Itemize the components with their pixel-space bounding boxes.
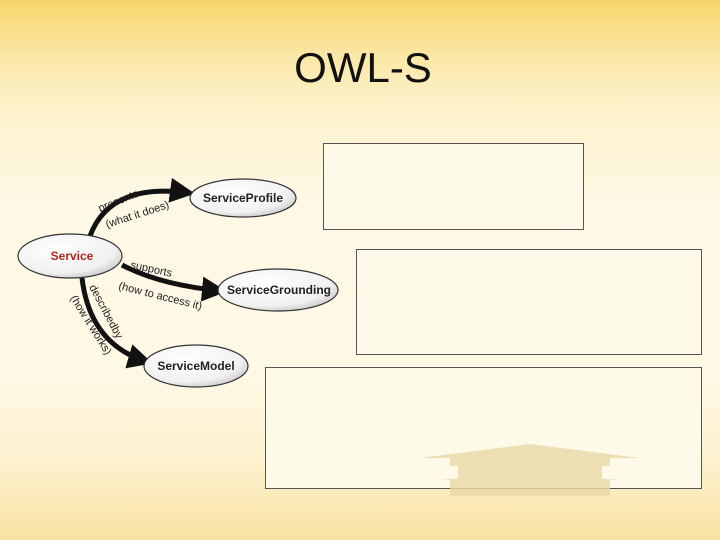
edge-supports xyxy=(120,262,227,302)
node-service: Service xyxy=(17,233,123,279)
content-box-top xyxy=(323,143,584,230)
node-grounding: ServiceGrounding xyxy=(217,268,339,312)
edge-presents xyxy=(87,177,195,237)
node-profile-label: ServiceProfile xyxy=(203,191,283,205)
node-model: ServiceModel xyxy=(143,344,249,388)
node-profile: ServiceProfile xyxy=(189,178,297,218)
slide-title: OWL-S xyxy=(294,44,432,91)
edge-describedby xyxy=(79,277,153,369)
node-model-label: ServiceModel xyxy=(157,359,234,373)
temple-watermark xyxy=(420,444,640,496)
node-service-label: Service xyxy=(51,249,94,263)
content-box-middle xyxy=(356,249,702,355)
node-grounding-label: ServiceGrounding xyxy=(227,283,331,297)
